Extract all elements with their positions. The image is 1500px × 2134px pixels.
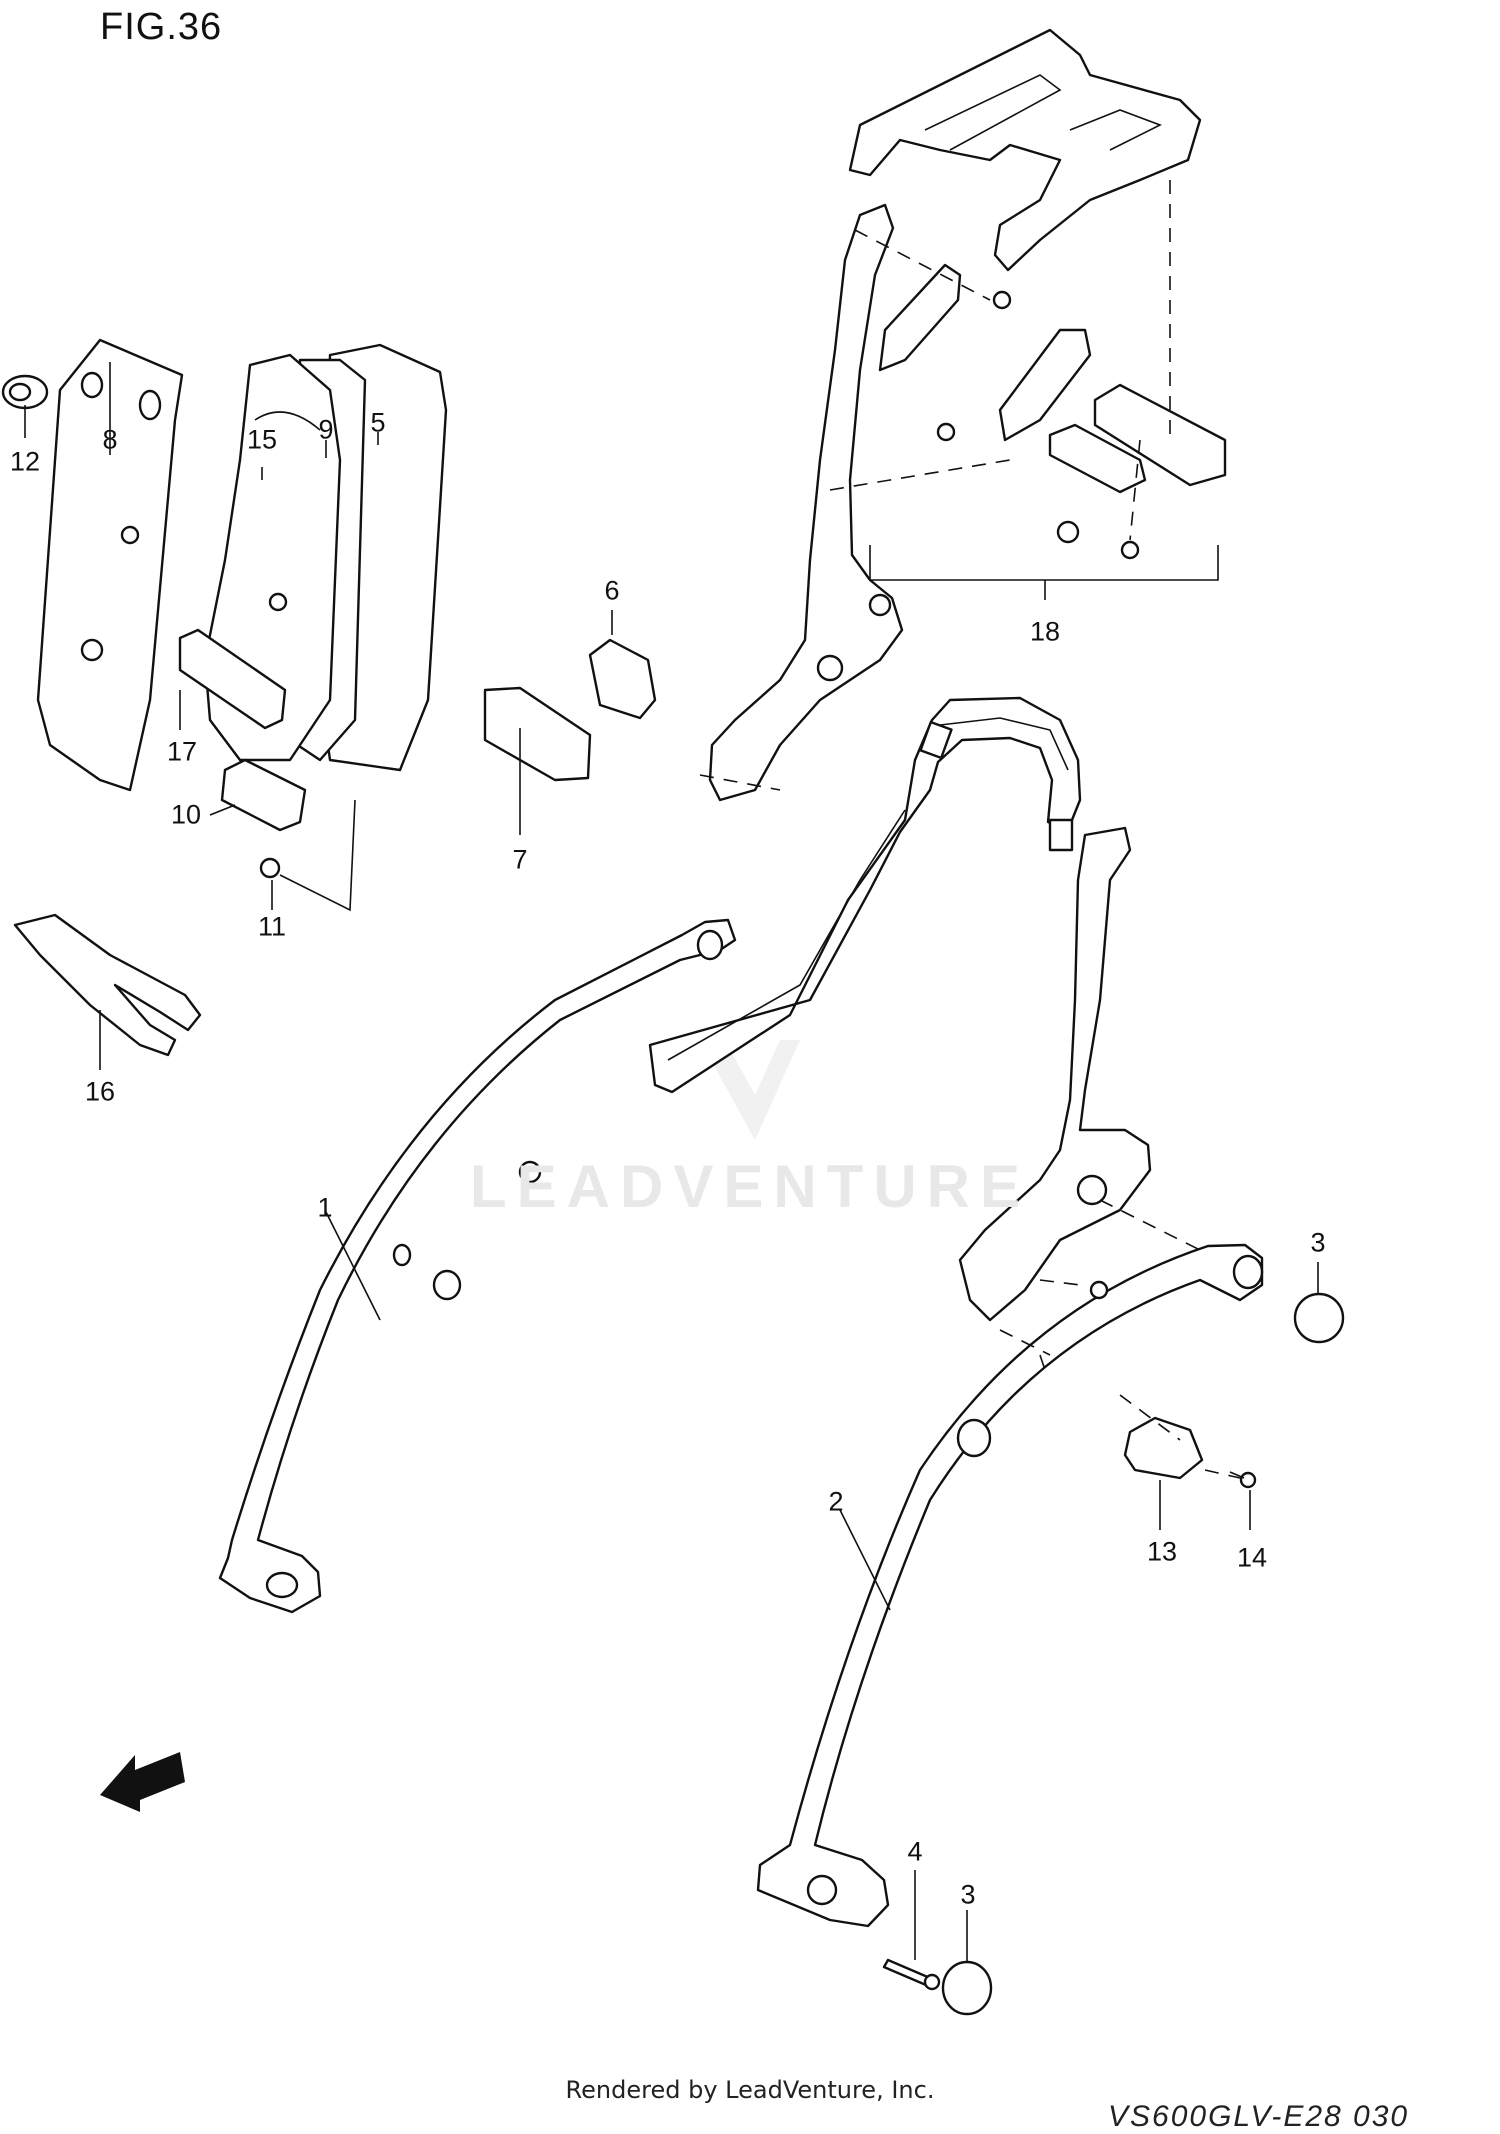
right-vertical-strut xyxy=(958,826,1152,1322)
callout-18: 18 xyxy=(1029,616,1061,647)
callout-11: 11 xyxy=(257,911,287,942)
part-13-bracket xyxy=(1123,1416,1204,1480)
callout-6: 6 xyxy=(604,575,620,606)
part-16-pliers-tool xyxy=(13,913,202,1057)
part-11-screw xyxy=(259,799,356,912)
part-3-cap-upper xyxy=(1293,1292,1345,1344)
part-18-mount-kit xyxy=(869,263,1227,600)
leader-lines xyxy=(24,362,1319,1962)
callout-13: 13 xyxy=(1146,1536,1178,1567)
watermark-text: LEADVENTURE xyxy=(469,1153,1031,1220)
part-8-plate-bracket xyxy=(36,338,184,792)
callout-5: 5 xyxy=(370,407,386,438)
part-3-cap-lower xyxy=(941,1960,993,2016)
figure-title: FIG.36 xyxy=(100,6,223,48)
part-1-backrest-rail xyxy=(648,696,1082,1094)
callout-4: 4 xyxy=(907,1836,923,1867)
callout-7: 7 xyxy=(512,844,528,875)
footer-credit: Rendered by LeadVenture, Inc. xyxy=(565,2076,935,2104)
callout-9: 9 xyxy=(318,414,334,445)
callout-3: 3 xyxy=(1310,1227,1326,1258)
part-4-bolt xyxy=(882,1958,941,1991)
part-2-right-frame-tube xyxy=(756,1243,1264,1928)
part-17-bracket xyxy=(178,628,287,730)
callout-8: 8 xyxy=(102,424,118,455)
callout-14: 14 xyxy=(1236,1542,1268,1573)
part-1-left-frame-tube xyxy=(218,918,737,1614)
drawing-code: VS600GLV-E28 030 xyxy=(1108,2100,1410,2133)
part-12-nut xyxy=(1,374,49,410)
part-7-reflector xyxy=(483,686,592,782)
callout-1: 1 xyxy=(317,1192,333,1223)
watermark-logo xyxy=(700,1040,800,1140)
carrier-rack xyxy=(848,28,1202,272)
callout-12: 12 xyxy=(9,446,41,477)
upper-left-strut xyxy=(708,203,904,802)
callout-2: 2 xyxy=(828,1486,844,1517)
part-14-bolt xyxy=(1229,1471,1257,1489)
part-6-switch xyxy=(588,638,657,720)
assembly-lines xyxy=(699,180,1241,1479)
callout-3: 3 xyxy=(960,1879,976,1910)
callout-17: 17 xyxy=(166,736,198,767)
callout-15: 15 xyxy=(246,424,278,455)
callout-10: 10 xyxy=(170,799,202,830)
part-10-reflector-pad xyxy=(220,758,307,832)
forward-arrow-icon xyxy=(100,1752,185,1812)
callout-16: 16 xyxy=(84,1076,116,1107)
